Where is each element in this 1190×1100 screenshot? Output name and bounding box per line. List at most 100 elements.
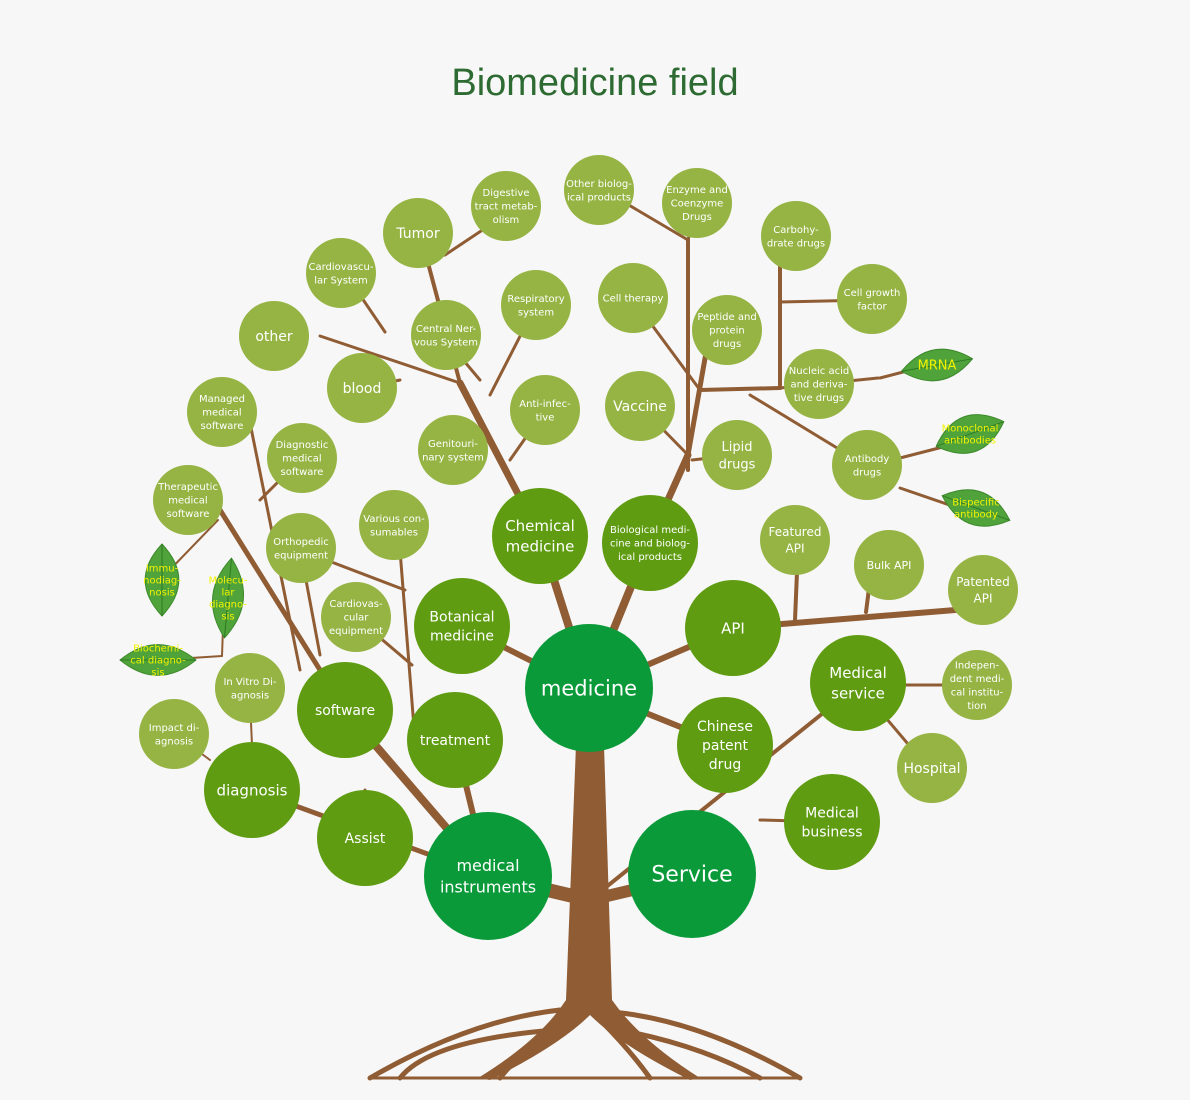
node-label-line: API bbox=[786, 541, 805, 555]
node-label-line: API bbox=[721, 619, 745, 637]
node-label-line: business bbox=[801, 824, 862, 840]
node-bulk-api: Bulk API bbox=[854, 530, 924, 600]
node-label-line: medicine bbox=[506, 537, 575, 555]
node-label-line: cal institu- bbox=[951, 687, 1004, 698]
node-tumor: Tumor bbox=[383, 198, 453, 268]
node-circle bbox=[854, 530, 924, 600]
node-circle bbox=[139, 699, 209, 769]
node-label-line: lar System bbox=[314, 275, 368, 286]
node-label-line: drugs bbox=[719, 457, 756, 472]
node-circle bbox=[598, 263, 668, 333]
node-label-line: instruments bbox=[440, 877, 536, 896]
node-label-line: Nucleic acid bbox=[789, 366, 849, 377]
node-circle bbox=[501, 270, 571, 340]
node-circle bbox=[692, 295, 762, 365]
node-label-line: Cardiovascu- bbox=[309, 262, 374, 273]
node-label-line: software bbox=[315, 703, 375, 719]
node-label: Carbohy-drate drugs bbox=[767, 225, 825, 250]
node-circle bbox=[948, 555, 1018, 625]
node-circle bbox=[605, 371, 675, 441]
node-circle bbox=[564, 155, 634, 225]
root-4 bbox=[609, 1009, 803, 1081]
node-circle bbox=[321, 582, 391, 652]
node-label: Other biolog-ical products bbox=[566, 179, 632, 204]
node-circle bbox=[602, 495, 698, 591]
node-label: Various con-sumables bbox=[363, 514, 425, 539]
node-service: Service bbox=[628, 810, 756, 938]
node-genitourinary: Genitouri-nary system bbox=[418, 415, 488, 485]
tree-roots bbox=[367, 745, 803, 1081]
node-label: treatment bbox=[420, 733, 491, 749]
node-label-line: tract metab- bbox=[475, 202, 538, 213]
branch-21 bbox=[396, 523, 417, 742]
node-label-line: Enzyme and bbox=[666, 185, 728, 196]
node-label-line: drate drugs bbox=[767, 238, 825, 249]
node-label-line: dent medi- bbox=[950, 674, 1005, 685]
node-label: Cardiovascu-lar System bbox=[309, 262, 374, 287]
node-label-line: blood bbox=[343, 381, 382, 397]
node-label-line: Cardiovas- bbox=[329, 599, 383, 610]
node-label: software bbox=[315, 703, 375, 719]
node-vaccine: Vaccine bbox=[605, 371, 675, 441]
node-label-line: Medical bbox=[829, 664, 886, 682]
node-circle bbox=[306, 238, 376, 308]
leaf-label-line: MRNA bbox=[918, 359, 957, 374]
node-circle bbox=[837, 264, 907, 334]
node-label-line: sumables bbox=[370, 527, 418, 538]
node-carbohydrate: Carbohy-drate drugs bbox=[761, 201, 831, 271]
node-label-line: olism bbox=[493, 215, 520, 226]
node-circle bbox=[702, 420, 772, 490]
node-circle bbox=[424, 812, 552, 940]
leaf-label-line: sis bbox=[151, 668, 164, 679]
node-circle bbox=[215, 653, 285, 723]
node-circle bbox=[317, 790, 413, 886]
node-circle bbox=[297, 662, 393, 758]
node-circle bbox=[471, 171, 541, 241]
leaf-label-line: antibody bbox=[954, 510, 998, 521]
node-circle bbox=[942, 650, 1012, 720]
node-label-line: ical products bbox=[618, 552, 682, 563]
leaf-label: Biochemi-cal diagno-sis bbox=[130, 644, 186, 679]
node-label: Impact di-agnosis bbox=[149, 723, 200, 748]
node-label-line: Service bbox=[651, 863, 732, 888]
node-label-line: Featured bbox=[769, 525, 822, 539]
node-label-line: medicine bbox=[430, 628, 494, 644]
node-label: Vaccine bbox=[613, 399, 667, 415]
node-label-line: Orthopedic bbox=[273, 537, 328, 548]
node-label-line: In Vitro Di- bbox=[223, 677, 276, 688]
node-label-line: patent bbox=[702, 738, 748, 754]
node-central-nervous: Central Ner-vous System bbox=[411, 300, 481, 370]
node-label-line: API bbox=[974, 591, 993, 605]
node-label-line: ical products bbox=[567, 192, 631, 203]
node-label-line: Diagnostic bbox=[276, 440, 329, 451]
node-circle bbox=[492, 488, 588, 584]
node-other-biological: Other biolog-ical products bbox=[564, 155, 634, 225]
node-circle bbox=[685, 580, 781, 676]
node-circle bbox=[407, 692, 503, 788]
node-label: Genitouri-nary system bbox=[422, 439, 484, 464]
node-independent: Indepen-dent medi-cal institu-tion bbox=[942, 650, 1012, 720]
node-label-line: medical bbox=[282, 454, 321, 465]
node-label-line: Genitouri- bbox=[428, 439, 478, 450]
